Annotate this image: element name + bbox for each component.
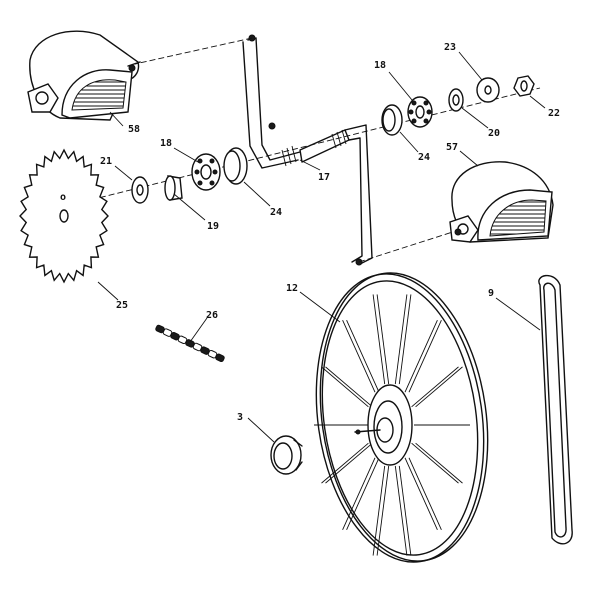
callout-19: 19 [207, 221, 219, 232]
wheel-spoke [372, 294, 386, 385]
leader-lines [97, 51, 546, 443]
callout-labels: 58 18 21 19 24 17 18 24 23 20 22 57 25 2… [100, 42, 560, 423]
pedal-left [27, 30, 141, 121]
callout-18-left: 18 [160, 138, 172, 149]
callout-57: 57 [446, 142, 458, 153]
cone-20 [448, 88, 464, 112]
cone-19 [164, 175, 183, 201]
chain-link [215, 353, 225, 363]
washer-21 [131, 176, 149, 204]
washer-23 [476, 77, 500, 103]
wheel-spoke [346, 320, 380, 393]
cup-24-right [381, 104, 403, 136]
wheel-spoke [372, 465, 386, 556]
pulley-nut [270, 435, 303, 475]
wheel-spoke [398, 465, 412, 556]
pedal-right [449, 161, 554, 243]
wheel-spoke [342, 457, 376, 530]
wheel-spoke [321, 366, 369, 408]
callout-23: 23 [444, 42, 456, 53]
crank [242, 34, 373, 266]
wheel-spoke [408, 457, 442, 530]
sprocket-mark: o [60, 192, 66, 203]
wheel-spoke [325, 442, 373, 484]
callout-21: 21 [100, 156, 112, 167]
wheel-spoke [325, 366, 373, 408]
callout-17: 17 [318, 172, 330, 183]
callout-26: 26 [206, 310, 218, 321]
callout-9: 9 [488, 288, 494, 299]
wheel-spoke [415, 442, 463, 484]
wheel-spoke [411, 366, 459, 408]
chain [155, 324, 225, 363]
bearing-18-left [191, 153, 221, 191]
drive-belt [538, 274, 573, 545]
callout-58: 58 [128, 124, 140, 135]
callout-12: 12 [286, 283, 298, 294]
callout-24-right: 24 [418, 152, 430, 163]
flywheel [314, 272, 489, 563]
wheel-spoke [415, 366, 463, 408]
wheel-spoke [398, 294, 412, 385]
wheel-spoke [342, 320, 376, 393]
callout-18-right: 18 [374, 60, 386, 71]
callout-25: 25 [116, 300, 128, 311]
wheel-spoke [321, 442, 369, 484]
callout-22: 22 [548, 108, 560, 119]
wheel-spoke [404, 320, 438, 393]
callout-20: 20 [488, 128, 500, 139]
wheel-spoke [346, 457, 380, 530]
sprocket: o [19, 148, 109, 284]
callout-24-left: 24 [270, 207, 282, 218]
wheel-spoke [394, 294, 408, 385]
nut-22 [513, 75, 535, 97]
cup-24-left [223, 147, 248, 185]
wheel-spoke [376, 294, 390, 385]
wheel-spoke [394, 465, 408, 556]
wheel-spoke [411, 442, 459, 484]
callout-3: 3 [237, 412, 243, 423]
bearing-18-right [407, 96, 433, 128]
wheel-spoke [408, 320, 442, 393]
wheel-spoke [376, 465, 390, 556]
wheel-spoke [404, 457, 438, 530]
